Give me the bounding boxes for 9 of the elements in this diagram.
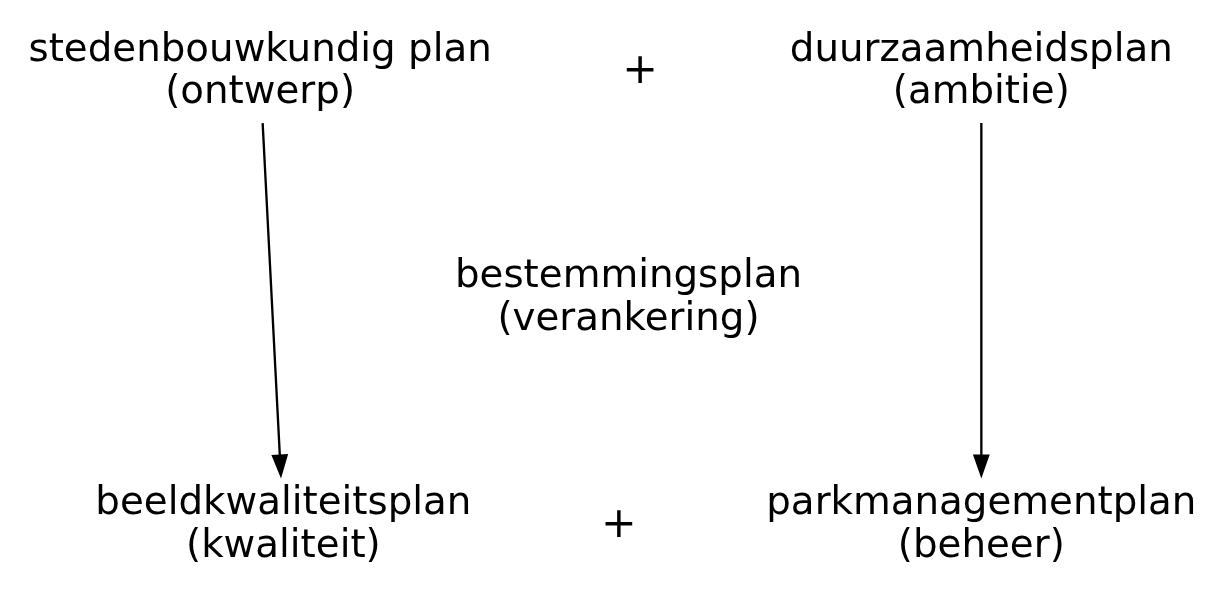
label: + [622, 43, 658, 94]
node-text: bestemmingsplan (verankering) [454, 251, 803, 340]
node-text: beeldkwaliteitsplan (kwaliteit) [95, 478, 472, 566]
node-text: stedenbouwkundig plan (ontwerp) [28, 24, 492, 113]
arrow [972, 123, 990, 479]
node-text: parkmanagementplan (beheer) [766, 478, 1197, 566]
label: + [600, 496, 637, 547]
arrow [261, 123, 289, 479]
node-text: duurzaamheidsplan (ambitie) [789, 24, 1173, 113]
